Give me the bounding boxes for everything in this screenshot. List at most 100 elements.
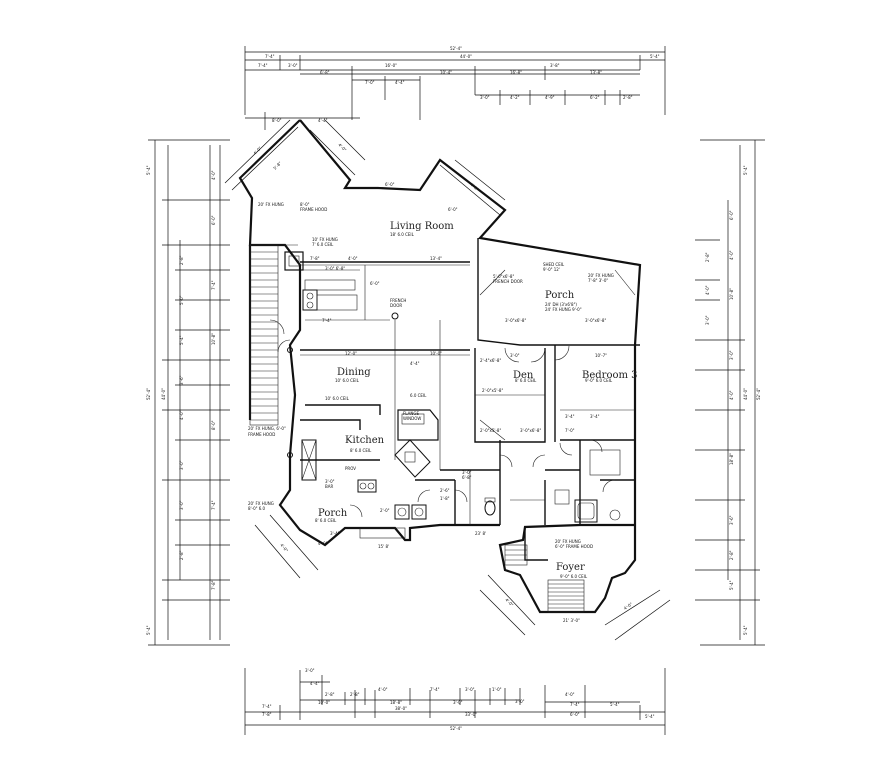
svg-text:3'-0": 3'-0" — [705, 315, 710, 325]
svg-text:6'-0": 6'-0" — [211, 215, 216, 225]
bay-dimension-text: 4'-0" 5'-8" 4'-0" 4'-0" 4'-0" 4'-0" 4'-0… — [252, 142, 633, 611]
laundry-washer-dryer — [394, 504, 427, 520]
svg-text:10'-0": 10'-0" — [430, 351, 442, 356]
svg-text:6'-0": 6'-0" — [385, 182, 395, 187]
svg-text:3'-8": 3'-8" — [550, 63, 560, 68]
svg-text:3'-4": 3'-4" — [565, 414, 575, 419]
svg-text:24' FX HUNG 9'-0": 24' FX HUNG 9'-0" — [545, 307, 582, 312]
svg-text:52'-4": 52'-4" — [756, 388, 761, 400]
dimension-chain-left — [148, 139, 230, 646]
svg-text:13'-4": 13'-4" — [430, 256, 442, 261]
svg-text:3'-0": 3'-0" — [462, 470, 472, 475]
room-label-porch-sw: Porch — [318, 508, 348, 519]
refrigerator — [301, 439, 317, 481]
svg-text:9'-0" 12': 9'-0" 12' — [543, 267, 560, 272]
range-icon — [302, 289, 318, 311]
svg-text:7'-4": 7'-4" — [258, 63, 268, 68]
svg-text:8'-0": 8'-0" — [300, 202, 310, 207]
svg-text:4'-0": 4'-0" — [565, 692, 575, 697]
staircase-icon — [249, 244, 279, 426]
svg-text:4'-4": 4'-4" — [310, 681, 320, 686]
svg-text:20' FX HUNG: 20' FX HUNG — [555, 539, 581, 544]
svg-text:8' 6.0 CEIL: 8' 6.0 CEIL — [315, 518, 337, 523]
svg-text:7'-8": 7'-8" — [211, 580, 216, 590]
svg-text:7'-4": 7'-4" — [211, 500, 216, 510]
svg-text:FRAME HOOD: FRAME HOOD — [248, 432, 275, 437]
svg-text:4'-0": 4'-0" — [252, 145, 262, 155]
svg-text:6.0 CEIL: 6.0 CEIL — [410, 393, 427, 398]
svg-text:4'-0": 4'-0" — [504, 597, 514, 607]
svg-text:10'-8": 10'-8" — [729, 288, 734, 300]
dimension-text-top: 52'-4" 7'-4" 44'-0" 5'-4" 7'-4" 3'-0" 6'… — [258, 46, 660, 123]
dimension-chain-bottom — [244, 668, 666, 735]
svg-text:3'-0": 3'-0" — [510, 353, 520, 358]
svg-text:1'-8": 1'-8" — [440, 496, 450, 501]
svg-text:PROV: PROV — [345, 466, 356, 471]
svg-text:2'-0"x5'-8": 2'-0"x5'-8" — [480, 428, 501, 433]
svg-text:3'-4": 3'-4" — [330, 531, 340, 536]
door-swings — [269, 319, 616, 518]
svg-text:5'-8": 5'-8" — [272, 160, 282, 170]
svg-text:23' 8': 23' 8' — [475, 531, 486, 536]
svg-text:7' 6.0 CEIL: 7' 6.0 CEIL — [312, 242, 334, 247]
svg-text:10'-8": 10'-8" — [211, 333, 216, 345]
svg-text:6'-8": 6'-8" — [462, 475, 472, 480]
svg-text:5'-4": 5'-4" — [146, 625, 151, 635]
svg-text:3'-0" 6'-8": 3'-0" 6'-8" — [325, 266, 345, 271]
svg-text:10' 6.0 CEIL: 10' 6.0 CEIL — [325, 396, 350, 401]
svg-text:10' 6.0 CEIL: 10' 6.0 CEIL — [335, 378, 360, 383]
svg-text:3'-0": 3'-0" — [465, 687, 475, 692]
svg-text:13'-8": 13'-8" — [590, 70, 602, 75]
svg-text:SHED CEIL: SHED CEIL — [543, 262, 565, 267]
exterior-steps — [359, 527, 528, 566]
svg-text:1'-0": 1'-0" — [492, 687, 502, 692]
svg-text:9'-0" 6.0 CEIL: 9'-0" 6.0 CEIL — [560, 574, 588, 579]
svg-text:7'-4": 7'-4" — [211, 280, 216, 290]
svg-text:3'-6": 3'-6" — [179, 375, 184, 385]
svg-text:WINDOW: WINDOW — [403, 416, 421, 421]
svg-text:10'-4": 10'-4" — [440, 70, 452, 75]
room-label-kitchen: Kitchen — [345, 435, 385, 446]
svg-text:2'-6": 2'-6" — [440, 488, 450, 493]
svg-text:2'-8": 2'-8" — [729, 550, 734, 560]
svg-text:20' FX HUNG: 20' FX HUNG — [588, 273, 614, 278]
svg-text:5'-0": 5'-0" — [179, 295, 184, 305]
svg-text:3'-0": 3'-0" — [179, 460, 184, 470]
svg-text:4'-0": 4'-0" — [179, 410, 184, 420]
svg-text:20' FX HUNG: 20' FX HUNG — [248, 501, 274, 506]
svg-text:16'-0": 16'-0" — [385, 63, 397, 68]
svg-text:FRAME HOOD: FRAME HOOD — [300, 207, 327, 212]
svg-text:2'-0": 2'-0" — [380, 508, 390, 513]
svg-text:4'-0": 4'-0" — [211, 170, 216, 180]
svg-text:7'-4": 7'-4" — [430, 687, 440, 692]
svg-text:3'-0"x6'-8": 3'-0"x6'-8" — [585, 318, 606, 323]
svg-text:3'-4": 3'-4" — [590, 414, 600, 419]
svg-text:20' FX HUNG: 20' FX HUNG — [258, 202, 284, 207]
svg-text:FRENCH: FRENCH — [390, 298, 406, 303]
svg-text:44'-0": 44'-0" — [161, 388, 166, 400]
svg-text:18'-8": 18'-8" — [729, 453, 734, 465]
svg-text:10' FX HUNG: 10' FX HUNG — [312, 237, 338, 242]
svg-text:3'-0": 3'-0" — [305, 668, 315, 673]
svg-text:4'-4": 4'-4" — [318, 118, 328, 123]
svg-text:6'-0" FRAME HOOD: 6'-0" FRAME HOOD — [555, 544, 593, 549]
kitchen-angled-counter — [394, 439, 431, 478]
svg-text:44'-0": 44'-0" — [460, 54, 472, 59]
svg-text:52'-4": 52'-4" — [450, 726, 462, 731]
svg-text:4'-0": 4'-0" — [729, 250, 734, 260]
room-label-living-room: Living Room — [390, 221, 454, 232]
svg-text:7'-8": 7'-8" — [262, 712, 272, 717]
room-label-bedroom: Bedroom 3 — [582, 370, 638, 381]
svg-text:52'-4": 52'-4" — [450, 46, 462, 51]
svg-text:7'-0": 7'-0" — [365, 80, 375, 85]
svg-text:BAR: BAR — [325, 484, 333, 489]
svg-text:8' 6.0 CEIL: 8' 6.0 CEIL — [515, 378, 537, 383]
svg-text:18'-8": 18'-8" — [390, 700, 402, 705]
svg-text:4'-0": 4'-0" — [623, 601, 634, 611]
room-label-foyer: Foyer — [556, 562, 585, 573]
svg-text:21' 3'-0": 21' 3'-0" — [563, 618, 580, 623]
svg-text:6'-0": 6'-0" — [448, 207, 458, 212]
dimension-text-left: 5'-4" 52'-4" 5'-4" 44'-0" 4'-0" 6'-0" 2'… — [146, 165, 216, 635]
svg-text:3'-0": 3'-0" — [480, 95, 490, 100]
